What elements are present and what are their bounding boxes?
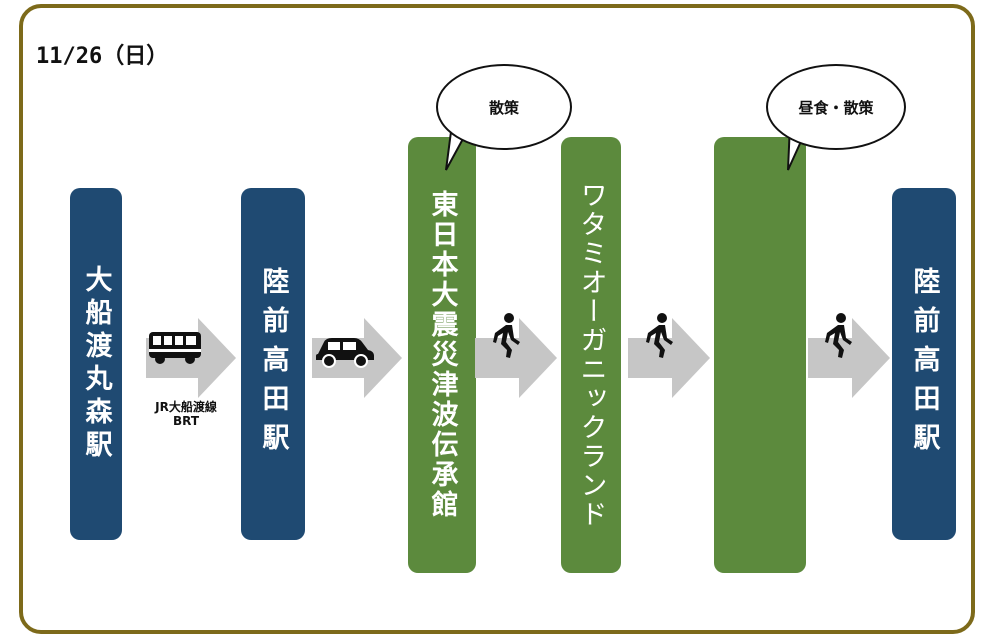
station-label: 陸前高田駅	[257, 266, 289, 462]
brt-abbrev: BRT	[172, 414, 200, 429]
bubble-text: 昼食・散策	[798, 98, 874, 117]
speech-bubble-lunch-stroll: 昼食・散策	[766, 64, 906, 150]
camocy-line3: 発酵パーク	[809, 361, 840, 506]
bubble-text: 散策	[488, 98, 519, 117]
spot-camocy: 陸前高田 CAMOCY 発酵パーク	[714, 137, 893, 573]
date-label: 11/26（日）	[36, 44, 169, 69]
spot-label: ワタミオーガニックランド	[575, 181, 607, 529]
spot-label: 東日本大震災津波伝承館	[426, 190, 458, 520]
brt-line-name: JR大船渡線	[155, 400, 217, 414]
station-rikuzentakata-1: 陸前高田駅	[241, 188, 305, 540]
spot-tsunami-memorial: 東日本大震災津波伝承館	[408, 137, 476, 573]
bus-icon	[149, 332, 201, 364]
station-label: 大船渡丸森駅	[80, 265, 112, 463]
station-label: 陸前高田駅	[908, 266, 940, 462]
station-ofunato-marumori: 大船渡丸森駅	[70, 188, 122, 540]
camocy-line1: 陸前高田	[862, 189, 893, 309]
car-icon	[316, 338, 374, 368]
brt-label: JR大船渡線 BRT	[136, 400, 236, 429]
station-rikuzentakata-2: 陸前高田駅	[892, 188, 956, 540]
walking-person-icon	[493, 313, 520, 358]
walking-person-icon	[646, 313, 673, 358]
walking-person-icon	[825, 313, 852, 358]
speech-bubble-stroll: 散策	[436, 64, 572, 150]
spot-watami-organic-land: ワタミオーガニックランド	[561, 137, 621, 573]
